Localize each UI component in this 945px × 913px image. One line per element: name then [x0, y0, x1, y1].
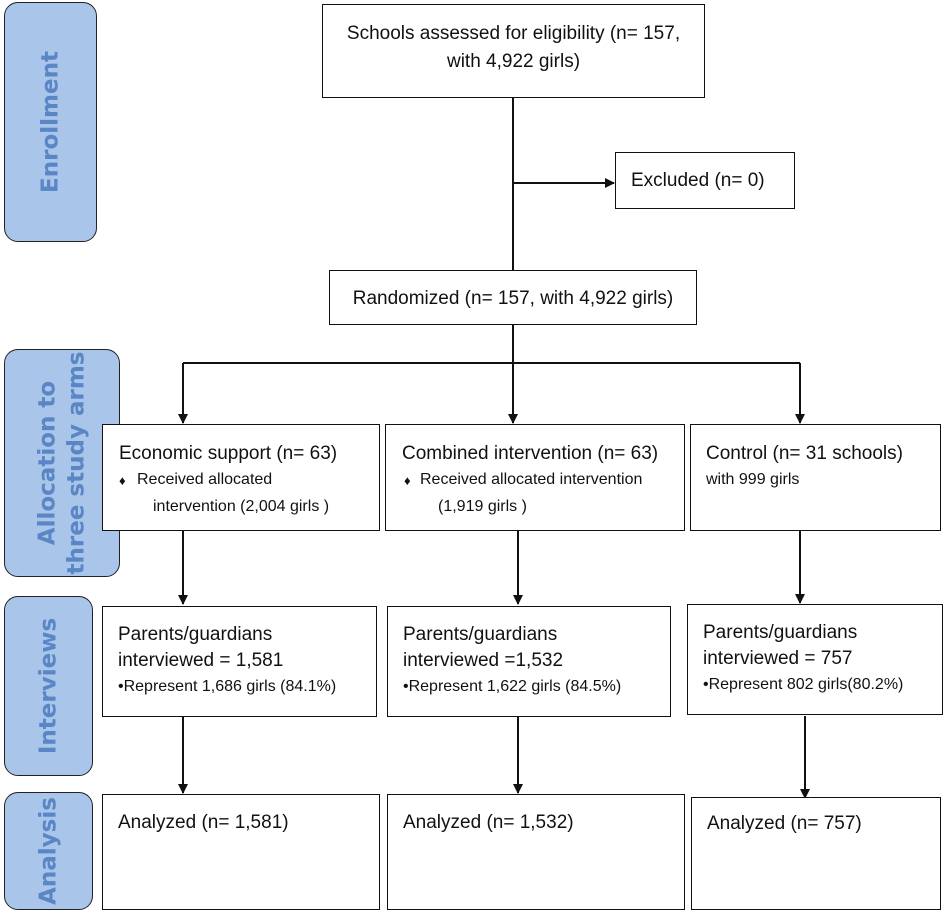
randomized-box: Randomized (n= 157, with 4,922 girls) — [329, 270, 697, 325]
interview-combined-line1: Parents/guardians — [403, 624, 558, 645]
interview-combined-box: Parents/guardians interviewed =1,532 •Re… — [387, 606, 671, 717]
arm-economic-box: Economic support (n= 63) ♦ Received allo… — [102, 424, 380, 531]
arm-economic-bullet: ♦ — [119, 473, 126, 488]
arm-economic-detail2: intervention (2,004 girls ) — [153, 498, 330, 515]
interview-economic-line1: Parents/guardians — [118, 624, 273, 645]
stage-analysis: Analysis — [4, 792, 93, 910]
randomized-text: Randomized (n= 157, with 4,922 girls) — [352, 288, 674, 309]
interview-combined-line2: interviewed =1,532 — [403, 650, 564, 671]
interview-control-box: Parents/guardians interviewed = 757 •Rep… — [687, 604, 943, 715]
interview-control-line1: Parents/guardians — [703, 622, 858, 643]
arm-control-box: Control (n= 31 schools) with 999 girls — [690, 424, 941, 531]
analysis-economic-text: Analyzed (n= 1,581) — [118, 812, 289, 833]
excluded-text: Excluded (n= 0) — [631, 170, 765, 191]
interview-control-line2: interviewed = 757 — [703, 648, 853, 669]
analysis-combined-box: Analyzed (n= 1,532) — [387, 794, 685, 910]
assessed-line2: with 4,922 girls) — [446, 51, 581, 72]
arm-combined-title: Combined intervention (n= 63) — [402, 443, 659, 464]
arm-combined-detail2: (1,919 girls ) — [438, 498, 527, 515]
arm-combined-detail1: Received allocated intervention — [420, 471, 643, 488]
stage-allocation-line2: three study arms — [63, 351, 89, 575]
excluded-box: Excluded (n= 0) — [615, 152, 795, 209]
stage-allocation-line1: Allocation to — [34, 380, 61, 546]
stage-allocation-label: Allocation to three study arms — [33, 352, 91, 575]
interview-economic-line2: interviewed = 1,581 — [118, 650, 284, 671]
stage-interviews-label: Interviews — [35, 617, 62, 755]
arm-economic-title: Economic support (n= 63) — [119, 443, 338, 464]
assessed-box: Schools assessed for eligibility (n= 157… — [322, 4, 705, 98]
stage-interviews: Interviews — [4, 596, 93, 776]
interview-economic-box: Parents/guardians interviewed = 1,581 •R… — [102, 606, 377, 717]
stage-enrollment-label: Enrollment — [37, 51, 64, 193]
assessed-line1: Schools assessed for eligibility (n= 157… — [346, 23, 681, 44]
analysis-economic-box: Analyzed (n= 1,581) — [102, 794, 380, 910]
arm-combined-box: Combined intervention (n= 63) ♦ Received… — [385, 424, 685, 531]
analysis-control-box: Analyzed (n= 757) — [691, 797, 941, 910]
stage-enrollment: Enrollment — [4, 2, 97, 242]
interview-economic-represent: •Represent 1,686 girls (84.1%) — [118, 678, 337, 695]
arm-combined-bullet: ♦ — [404, 473, 411, 488]
interview-control-represent: •Represent 802 girls(80.2%) — [703, 676, 904, 693]
arm-economic-detail1: Received allocated — [137, 471, 273, 488]
arm-control-detail1: with 999 girls — [706, 471, 800, 488]
stage-analysis-label: Analysis — [35, 797, 62, 905]
interview-combined-represent: •Represent 1,622 girls (84.5%) — [403, 678, 622, 695]
analysis-control-text: Analyzed (n= 757) — [707, 813, 862, 834]
arm-control-title: Control (n= 31 schools) — [706, 443, 903, 464]
analysis-combined-text: Analyzed (n= 1,532) — [403, 812, 574, 833]
